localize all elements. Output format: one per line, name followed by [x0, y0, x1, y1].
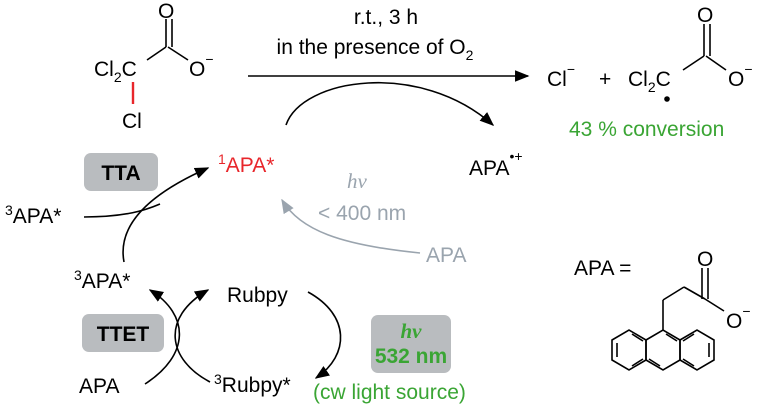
apa-ground-gray: APA [426, 244, 466, 267]
tta-label: TTA [101, 162, 140, 185]
conversion-label: 43 % conversion [569, 118, 724, 141]
product-chloride: Cl− [547, 61, 575, 91]
hv-direct-wavelength: < 400 nm [318, 202, 406, 225]
product-bond-c-c [682, 55, 705, 71]
electron-transfer-arrow [285, 81, 495, 126]
reactant-o-top: O [158, 0, 174, 23]
hv-green-label: hν [401, 319, 423, 343]
apa-c-o-single [704, 298, 725, 312]
ring-double-bond-5 [648, 358, 661, 367]
hv-green-box [371, 315, 451, 373]
apa-o-top: O [697, 248, 713, 271]
reactant-molecule: Cl2C O O− Cl [94, 0, 214, 133]
product-o-minus: O− [728, 61, 753, 91]
ttet-box [82, 314, 164, 352]
ring-double-bond-4 [665, 333, 678, 342]
rubpy-excitation-arrow [307, 291, 342, 379]
tta-arrow-from-left [83, 203, 161, 218]
hv-direct-label: hν [347, 169, 368, 193]
ring-double-bond-2 [631, 333, 644, 342]
reactant-cl2-label: Cl2C [94, 58, 137, 85]
product-cl2-label: Cl2C [628, 68, 671, 95]
apa-o-minus: O− [726, 303, 751, 333]
apa-structure: APA = O O− [574, 248, 751, 371]
condition-line1: r.t., 3 h [354, 6, 418, 29]
ring-double-bond-3 [631, 358, 644, 367]
light-source-label: (cw light source) [313, 381, 466, 404]
apa-equals-label: APA = [574, 257, 631, 280]
chain-bond-2 [662, 286, 685, 301]
product-bond-c-o-single [705, 55, 727, 71]
ring-double-bond-7 [682, 333, 695, 342]
tta-box [84, 153, 158, 191]
triplet-apa-mid: 3APA* [74, 267, 130, 293]
hv-green-wavelength: 532 nm [375, 345, 447, 368]
product-radical-molecule: Cl2C O O− [628, 4, 753, 102]
ttet-arrow-apa-to-triplet [144, 289, 181, 385]
apa-ground-bottom: APA [79, 375, 119, 398]
singlet-apa-excited: 1APA* [218, 151, 274, 177]
product-plus: + [599, 68, 611, 91]
ttet-label: TTET [97, 323, 150, 346]
anthracene-ring-middle [645, 329, 681, 371]
reactant-bond-c-o-single [167, 46, 189, 61]
reactant-o-minus: O− [189, 51, 214, 81]
rubpy-ground: Rubpy [227, 284, 288, 307]
triplet-rubpy: 3Rubpy* [214, 371, 291, 397]
condition-line2: in the presence of O2 [277, 36, 474, 63]
radical-dot [664, 96, 670, 102]
ring-double-bond-8 [682, 358, 695, 367]
anthracene-ring-right [679, 329, 715, 371]
direct-excitation-arrow [281, 198, 421, 254]
apa-radical-cation: APA•+ [469, 148, 523, 180]
triplet-apa-left: 3APA* [5, 202, 61, 228]
reactant-cl: Cl [122, 110, 142, 133]
reactant-bond-c-c [146, 46, 167, 61]
tta-arrow-to-singlet [122, 167, 210, 263]
ttet-arrow-rubpy-relax [174, 289, 211, 383]
product-o-top: O [697, 4, 713, 27]
